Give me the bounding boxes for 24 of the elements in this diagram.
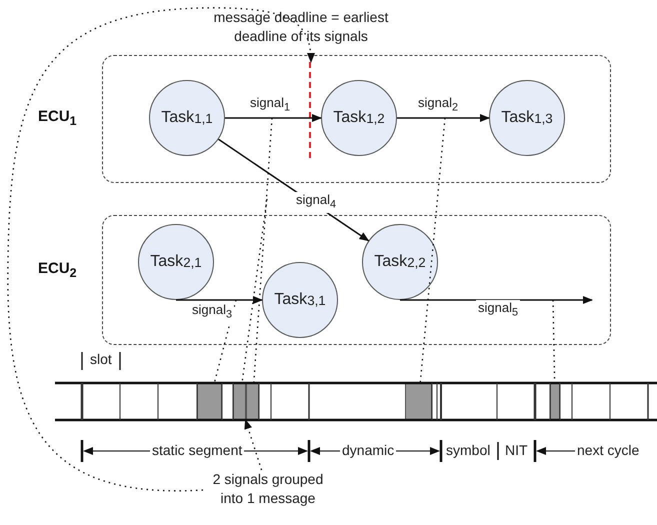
message-slot [405, 383, 432, 420]
dotted-leader-line [253, 118, 273, 384]
dotted-leader-line [420, 118, 446, 384]
arrow [176, 296, 263, 304]
annotation-text: message deadline = earliest deadline of its signals [212, 8, 390, 46]
segment-label: NIT [503, 443, 530, 458]
arrow [225, 114, 322, 122]
dotted-leader-line [7, 7, 315, 492]
segment-label: static segment [150, 443, 244, 458]
arrow [397, 114, 490, 122]
arrow [400, 296, 593, 304]
deadline-line [309, 62, 313, 158]
slot-label: slot [88, 352, 114, 367]
message-slot [246, 383, 259, 420]
dotted-leader-line [244, 419, 262, 470]
ecu-label: ECU$_{2}$ [38, 260, 77, 280]
segment-label: dynamic [340, 443, 396, 458]
segment-label: next cycle [575, 443, 642, 458]
edge-label: signal$_{4}$ [294, 192, 338, 213]
note-text: 2 signals grouped into 1 message [203, 470, 333, 510]
ecu-label: ECU$_{1}$ [38, 108, 77, 128]
segment-label: symbol [444, 443, 492, 458]
dotted-leader-line [241, 198, 268, 384]
edge-label: signal$_{3}$ [190, 302, 234, 323]
